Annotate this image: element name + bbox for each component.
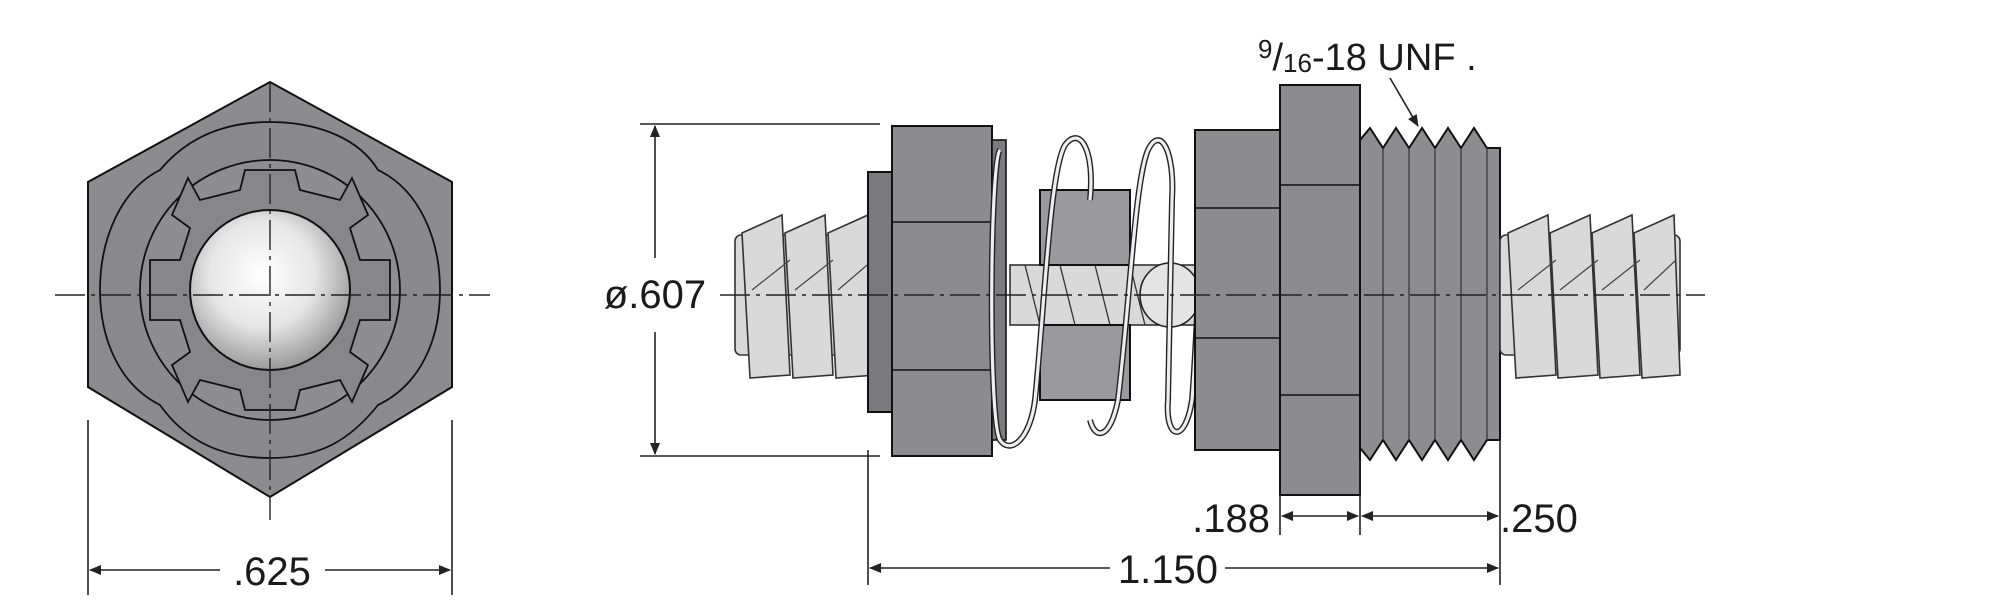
label-overall-length: 1.150 xyxy=(1118,548,1218,592)
dim-flange-and-thread: .188 .250 xyxy=(1192,460,1578,541)
label-flange-thickness: .188 xyxy=(1192,497,1270,541)
label-body-diameter: ø.607 xyxy=(604,273,706,317)
body-hex xyxy=(1194,129,1281,451)
dim-body-diameter: ø.607 xyxy=(604,123,880,457)
thread-fraction-denominator: 16 xyxy=(1283,48,1312,78)
right-threaded-stud xyxy=(1499,213,1681,379)
dim-overall-length: 1.150 xyxy=(867,440,1501,592)
thread-leader-line xyxy=(1389,77,1419,127)
side-view xyxy=(720,84,1705,496)
thread-fraction-numerator: 9 xyxy=(1258,34,1272,64)
thread-callout-label: 9/16-18 UNF . xyxy=(1258,34,1477,79)
end-view xyxy=(55,80,490,520)
label-thread-length: .250 xyxy=(1500,497,1578,541)
thread-spec: -18 UNF . xyxy=(1312,37,1477,79)
flange xyxy=(1279,84,1361,496)
dim-width-across-flats: .625 xyxy=(87,420,453,595)
label-width-across-flats: .625 xyxy=(233,550,311,594)
external-thread-body xyxy=(1359,126,1501,462)
left-threaded-stud xyxy=(734,213,877,379)
thread-callout: 9/16-18 UNF . xyxy=(1258,34,1477,127)
